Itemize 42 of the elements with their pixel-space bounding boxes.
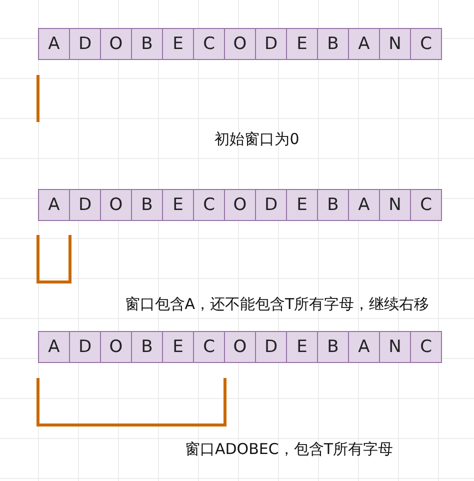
letter-cell: D bbox=[69, 189, 101, 221]
letter-cell: D bbox=[69, 28, 101, 60]
letter-cell: B bbox=[317, 28, 349, 60]
letter-cell: O bbox=[100, 28, 132, 60]
letter-cell: C bbox=[193, 331, 225, 363]
letter-cell: C bbox=[410, 189, 442, 221]
letter-cell: B bbox=[131, 189, 163, 221]
letter-cell: B bbox=[131, 28, 163, 60]
letter-cell: C bbox=[193, 189, 225, 221]
letter-cell: C bbox=[410, 331, 442, 363]
letter-cell: E bbox=[162, 189, 194, 221]
letter-cell: O bbox=[224, 28, 256, 60]
letter-cell: A bbox=[38, 189, 70, 221]
letter-cell: N bbox=[379, 189, 411, 221]
letter-cell: E bbox=[286, 189, 318, 221]
letter-cell: D bbox=[255, 28, 287, 60]
letter-cell: C bbox=[410, 28, 442, 60]
letter-cell: D bbox=[69, 331, 101, 363]
letter-cell: E bbox=[162, 28, 194, 60]
letter-cell: B bbox=[131, 331, 163, 363]
letter-cell: O bbox=[224, 189, 256, 221]
letter-cell: O bbox=[100, 331, 132, 363]
letter-cell: A bbox=[348, 189, 380, 221]
letter-cell: E bbox=[286, 28, 318, 60]
letter-cell: A bbox=[348, 28, 380, 60]
letter-cell: A bbox=[38, 28, 70, 60]
letter-cell: A bbox=[38, 331, 70, 363]
letter-cell: O bbox=[224, 331, 256, 363]
letter-cell: D bbox=[255, 189, 287, 221]
letter-cell: N bbox=[379, 331, 411, 363]
letter-cell: B bbox=[317, 331, 349, 363]
letter-cell: E bbox=[162, 331, 194, 363]
letter-cell: E bbox=[286, 331, 318, 363]
letter-cell: N bbox=[379, 28, 411, 60]
caption-text: 窗口ADOBEC，包含T所有字母 bbox=[184, 440, 394, 459]
letter-cell: A bbox=[348, 331, 380, 363]
letter-cell: C bbox=[193, 28, 225, 60]
letter-cell: B bbox=[317, 189, 349, 221]
caption-text: 窗口包含A，还不能包含T所有字母，继续右移 bbox=[124, 295, 430, 314]
letter-cell: D bbox=[255, 331, 287, 363]
letter-cell: O bbox=[100, 189, 132, 221]
caption-text: 初始窗口为0 bbox=[214, 130, 300, 149]
